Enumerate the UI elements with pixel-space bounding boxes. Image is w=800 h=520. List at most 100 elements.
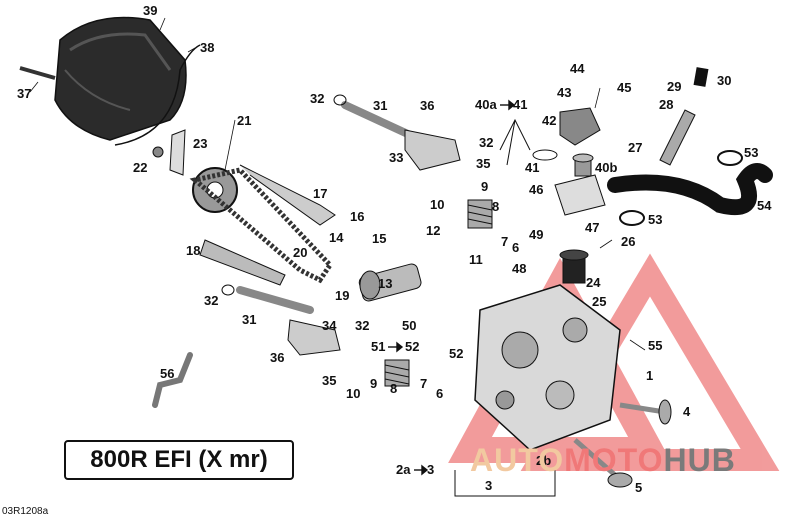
- callout-17: 17: [313, 186, 327, 201]
- callout-26: 26: [621, 234, 635, 249]
- callout-52: 52: [449, 346, 463, 361]
- callout-49: 49: [529, 227, 543, 242]
- callout-22: 22: [133, 160, 147, 175]
- callout-40a: 40a: [475, 97, 497, 112]
- callout-36: 36: [270, 350, 284, 365]
- leader-lines: [29, 17, 646, 351]
- callout-3: 3: [485, 478, 492, 493]
- callout-8: 8: [390, 381, 397, 396]
- model-label: 800R EFI (X mr): [64, 440, 294, 480]
- callout-12: 12: [426, 223, 440, 238]
- callout-47: 47: [585, 220, 599, 235]
- callout-8: 8: [492, 199, 499, 214]
- callout-arrows: [388, 99, 516, 476]
- tensioner-bolt: [152, 146, 164, 158]
- callout-14: 14: [329, 230, 344, 245]
- chain-tensioner-blade: [169, 129, 186, 176]
- callout-48: 48: [512, 261, 526, 276]
- hose-clamp-upper: [717, 150, 743, 166]
- callout-2a: 2a: [396, 462, 411, 477]
- watermark-text: AUTOMOTOHUB: [470, 442, 736, 479]
- callout-23: 23: [193, 136, 207, 151]
- callout-28: 28: [659, 97, 673, 112]
- valve-intake: [619, 402, 666, 415]
- callout-31: 31: [373, 98, 387, 113]
- hose-clamp-lower: [619, 210, 645, 226]
- callout-20: 20: [293, 245, 307, 260]
- callout-33: 33: [389, 150, 403, 165]
- callout-51: 51: [371, 339, 385, 354]
- callout-labels: 39 38 37 23 22 21 32 31 36 32 33 35 17 1…: [17, 3, 772, 495]
- thermostat-housing: [554, 174, 606, 216]
- callout-7: 7: [501, 234, 508, 249]
- rocker-arm-upper: [404, 129, 461, 171]
- callout-15: 15: [372, 231, 386, 246]
- valve-spring-upper: [467, 199, 493, 229]
- callout-38: 38: [200, 40, 214, 55]
- temperature-sensor: [659, 109, 696, 166]
- watermark-part-3: HUB: [663, 442, 736, 478]
- callout-2b: 2b: [536, 453, 551, 468]
- callout-55: 55: [648, 338, 662, 353]
- callout-25: 25: [592, 294, 606, 309]
- callout-46: 46: [529, 182, 543, 197]
- callout-45: 45: [617, 80, 631, 95]
- thermostat: [572, 153, 594, 177]
- callout-34: 34: [322, 318, 337, 333]
- callout-41: 41: [513, 97, 527, 112]
- callout-35: 35: [322, 373, 336, 388]
- diagram-code: 03R1208a: [2, 506, 49, 517]
- callout-6: 6: [436, 386, 443, 401]
- cover-bolt: [19, 66, 56, 80]
- breather-tube: [152, 352, 193, 408]
- callout-10: 10: [430, 197, 444, 212]
- callout-50: 50: [402, 318, 416, 333]
- callout-18: 18: [186, 243, 200, 258]
- callout-bracket-3: [454, 470, 556, 497]
- callout-54: 54: [757, 198, 772, 213]
- callout-32: 32: [355, 318, 369, 333]
- rocker-shaft-upper: [341, 101, 414, 139]
- callout-7: 7: [420, 376, 427, 391]
- callout-53: 53: [648, 212, 662, 227]
- callout-37: 37: [17, 86, 31, 101]
- valve-intake-head: [658, 399, 672, 425]
- valve-spring-lower: [384, 359, 410, 387]
- callout-bracket-41: [499, 118, 531, 166]
- callout-30: 30: [717, 73, 731, 88]
- valve-cover: [54, 16, 187, 141]
- callout-4: 4: [683, 404, 691, 419]
- callout-5: 5: [635, 480, 642, 495]
- cylinder-head: [474, 284, 621, 451]
- callout-42: 42: [542, 113, 556, 128]
- valve-cover-gasket: [114, 44, 201, 146]
- callout-32: 32: [204, 293, 218, 308]
- callout-53: 53: [744, 145, 758, 160]
- callout-21: 21: [237, 113, 251, 128]
- callout-56: 56: [160, 366, 174, 381]
- callout-32: 32: [310, 91, 324, 106]
- valve-exhaust: [573, 438, 617, 477]
- callout-16: 16: [350, 209, 364, 224]
- callout-19: 19: [335, 288, 349, 303]
- callout-40b: 40b: [595, 160, 617, 175]
- callout-9: 9: [370, 376, 377, 391]
- callout-9: 9: [481, 179, 488, 194]
- callout-43: 43: [557, 85, 571, 100]
- rocker-shaft-lower: [236, 286, 314, 314]
- thermostat-o-ring: [532, 149, 558, 161]
- timing-chain: [189, 164, 336, 284]
- callout-24: 24: [586, 275, 601, 290]
- watermark-part-2: MOTO: [564, 442, 664, 478]
- callout-6: 6: [512, 240, 519, 255]
- callout-32: 32: [479, 135, 493, 150]
- callout-31: 31: [242, 312, 256, 327]
- callout-52: 52: [405, 339, 419, 354]
- o-ring-32-lower: [221, 284, 235, 296]
- o-ring-32-upper: [333, 94, 347, 106]
- sensor-connector: [693, 67, 709, 87]
- callout-35: 35: [476, 156, 490, 171]
- callout-13: 13: [378, 276, 392, 291]
- rocker-arm-lower: [287, 319, 341, 356]
